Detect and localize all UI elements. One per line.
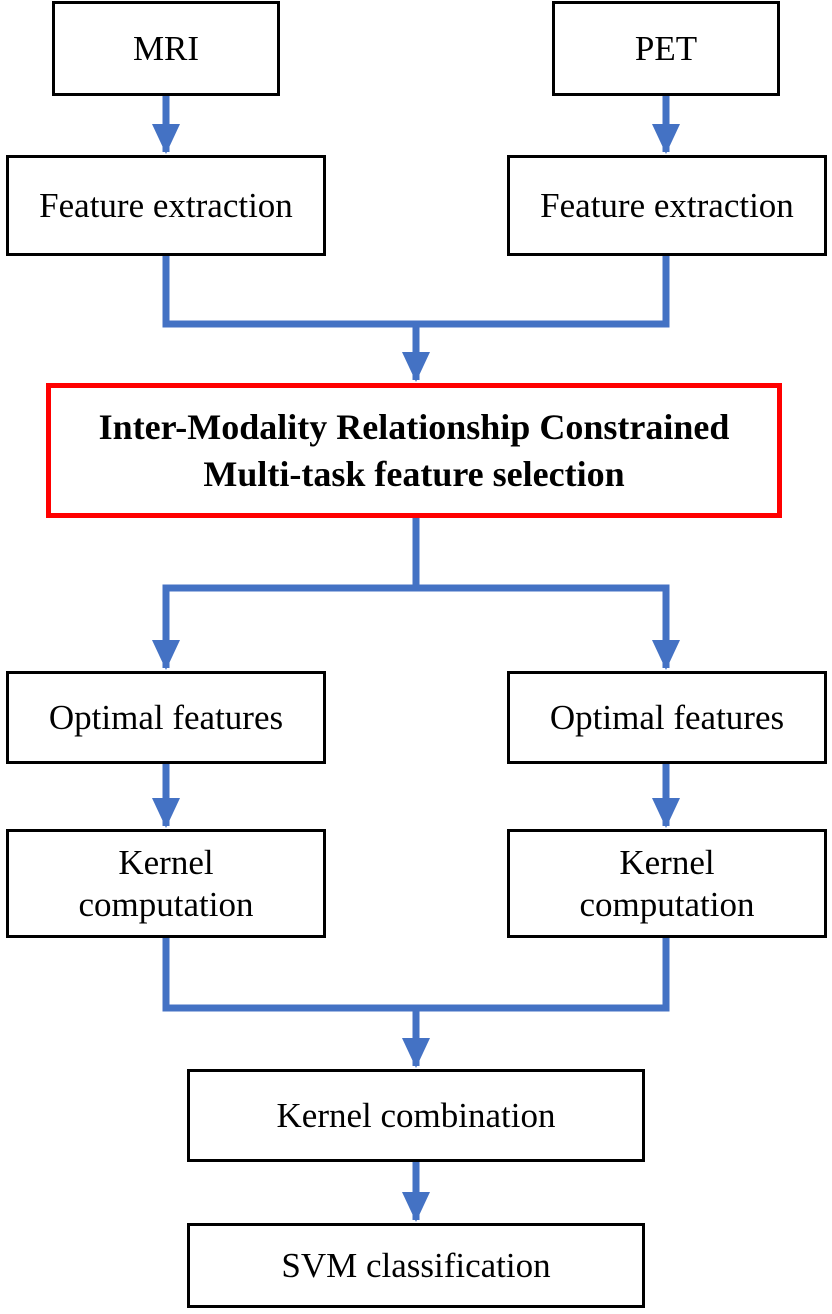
svm-classification-label: SVM classification xyxy=(281,1245,551,1285)
pet-label: PET xyxy=(634,28,698,68)
svm-classification-box: SVM classification xyxy=(187,1223,645,1308)
kernel-combination-label: Kernel combination xyxy=(276,1095,556,1135)
connector-extraction-merge xyxy=(162,256,670,328)
feature-extraction-left-box: Feature extraction xyxy=(6,155,326,256)
kernel-computation-left-line-2: computation xyxy=(78,884,254,924)
feature-extraction-left-label: Feature extraction xyxy=(39,185,293,225)
optimal-features-right-box: Optimal features xyxy=(507,671,827,764)
kernel-computation-left-box: Kernel computation xyxy=(6,829,326,938)
pet-box: PET xyxy=(552,1,780,96)
kernel-computation-right-line-1: Kernel xyxy=(619,842,715,882)
connector-kernel-merge xyxy=(162,938,670,1012)
optimal-features-left-label: Optimal features xyxy=(48,697,284,737)
mri-label: MRI xyxy=(132,28,200,68)
connector-selection-split xyxy=(162,584,670,668)
kernel-combination-box: Kernel combination xyxy=(187,1069,645,1162)
kernel-computation-left-line-1: Kernel xyxy=(118,842,214,882)
feature-selection-box: Inter-Modality Relationship Constrained … xyxy=(46,383,782,518)
feature-selection-line-2: Multi-task feature selection xyxy=(203,453,625,494)
optimal-features-left-box: Optimal features xyxy=(6,671,326,764)
feature-selection-line-1: Inter-Modality Relationship Constrained xyxy=(98,406,730,447)
feature-extraction-right-label: Feature extraction xyxy=(540,185,794,225)
optimal-features-right-label: Optimal features xyxy=(549,697,785,737)
mri-box: MRI xyxy=(52,1,280,96)
kernel-computation-right-box: Kernel computation xyxy=(507,829,827,938)
kernel-computation-right-line-2: computation xyxy=(579,884,755,924)
feature-extraction-right-box: Feature extraction xyxy=(507,155,827,256)
